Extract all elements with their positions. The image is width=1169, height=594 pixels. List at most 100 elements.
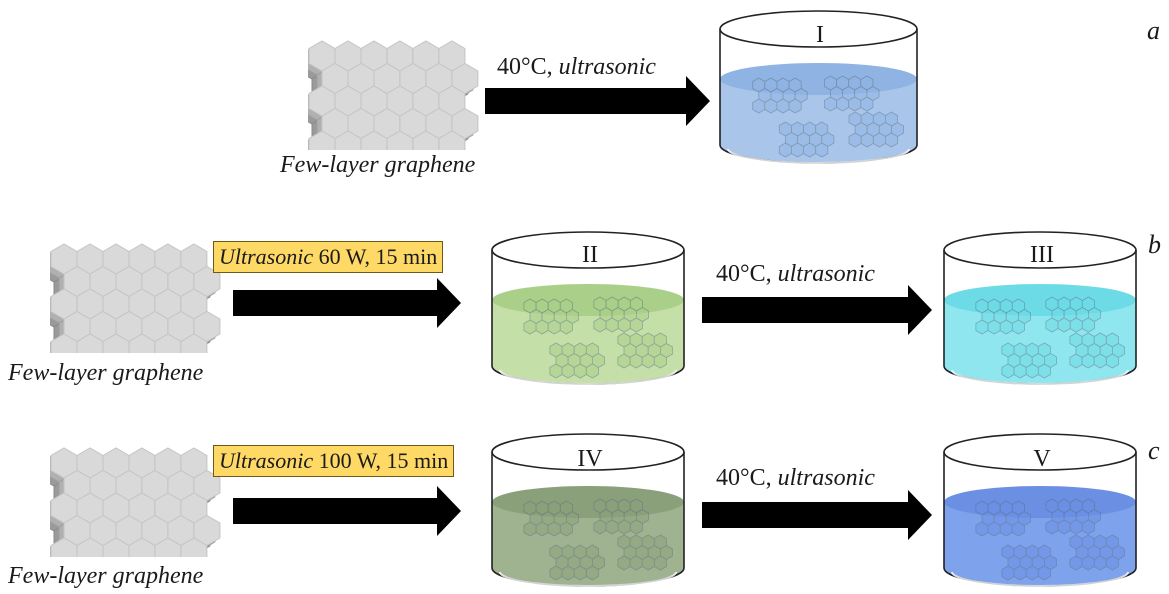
graphene-flake [523,500,579,537]
flake-cell [1013,565,1027,581]
condition-temp-c: 40°C, [716,465,778,491]
graphene-flake [523,298,579,335]
graphene-flake [824,75,880,112]
panel-letter-b: b [1148,230,1161,259]
flake-cell [629,519,643,535]
flake-cell [573,565,587,581]
flake-cell [1001,363,1015,379]
flake-cell [617,353,631,369]
flake-cell [535,319,549,335]
flake-cell [836,96,850,112]
flake-cell [1081,555,1095,571]
beaker-label-III: III [1030,242,1054,268]
flake-cell [1093,353,1107,369]
arrow-b1 [233,278,461,328]
flake-cell [535,521,549,537]
beaker-liquid-surface [720,63,917,95]
flake-cell [824,96,837,112]
graphene-layer [50,447,221,557]
flake-cell [653,353,667,369]
arrow-shape [485,76,710,126]
flake-cell [788,98,802,114]
flake-cell [1069,555,1083,571]
graphene-flake [778,121,835,158]
badge-params-b: 60 W, 15 min [318,244,438,269]
flake-cell [1105,555,1119,571]
flake-cell [987,319,1001,335]
ultrasonic-badge-b: Ultrasonic 60 W, 15 min [213,241,444,273]
flake-cell [1011,521,1025,537]
flake-cell [605,317,619,333]
flake-cell [593,519,607,535]
graphene-label-b: Few-layer graphene [8,360,204,386]
graphene-flake [617,534,673,571]
graphene-edge [40,243,50,353]
beaker-III [943,231,1137,385]
graphene-edge [40,447,50,557]
condition-temp-b: 40°C, [716,261,778,287]
flake-cell [653,555,667,571]
flake-cell [1081,353,1095,369]
beaker-liquid-surface [944,486,1136,518]
graphene-flake [593,296,649,333]
arrow-shape [233,278,461,328]
flake-cell [752,98,766,114]
beaker-base-highlight [499,369,677,385]
flake-cell [803,142,817,158]
ultrasonic-badge-c: Ultrasonic 100 W, 15 min [213,445,455,477]
beaker-base-highlight [951,571,1129,587]
flake-cell [1045,317,1059,333]
flake-cell [547,319,561,335]
flake-cell [1001,565,1015,581]
flake-cell [975,319,989,335]
flake-cell [1069,317,1083,333]
graphene-flake [617,332,673,369]
beaker-base-highlight [727,148,910,164]
beaker-liquid-surface [492,284,684,316]
flake-cell [641,353,655,369]
flake-cell [1037,565,1051,581]
graphene-cell [438,130,466,150]
beaker-base-highlight [499,571,677,587]
graphene-cell [180,333,208,353]
graphene-layer [50,243,221,353]
flake-cell [549,363,563,379]
graphene-flake [752,77,808,114]
arrow-shape [702,285,932,335]
flake-cell [1093,555,1107,571]
flake-cell [1105,353,1119,369]
beaker-label-V: V [1033,446,1051,472]
graphene-layer [308,40,479,150]
flake-cell [559,319,573,335]
condition-temp-a: 40°C, [497,54,559,80]
graphene-label-c: Few-layer graphene [8,563,204,589]
graphene-edge [298,40,308,150]
flake-cell [776,98,790,114]
flake-cell [523,319,537,335]
panel-letter-c: c [1148,436,1160,465]
flake-cell [559,521,573,537]
graphene-cell [180,537,208,557]
flake-cell [629,317,643,333]
flake-cell [561,565,575,581]
beaker-V [943,433,1137,587]
beaker-base-highlight [951,369,1129,385]
flake-cell [860,96,874,112]
flake-cell [975,521,989,537]
graphene-stack-c [40,447,221,557]
arrow-a [485,76,710,126]
flake-cell [585,363,599,379]
graphene-flake [1045,296,1101,333]
flake-cell [523,521,537,537]
graphene-flake [975,500,1031,537]
graphene-flake [549,544,605,581]
condition-method-c: ultrasonic [777,465,875,491]
graphene-flake [549,342,605,379]
flake-cell [860,132,874,148]
beaker-II [491,231,685,385]
graphene-flake [848,111,905,148]
flake-cell [573,363,587,379]
flake-cell [605,519,619,535]
condition-method-b: ultrasonic [777,261,875,287]
